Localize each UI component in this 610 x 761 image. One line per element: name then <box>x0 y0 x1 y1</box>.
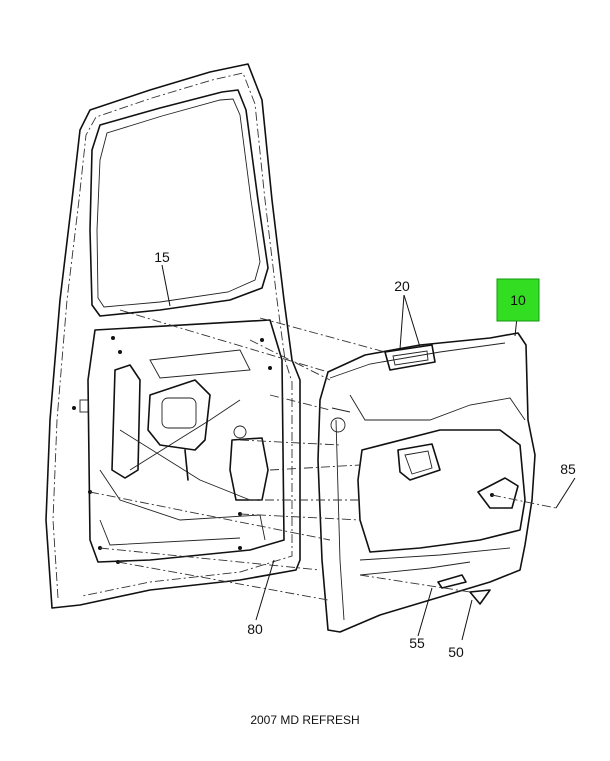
explode-lines <box>89 309 557 601</box>
callout-80[interactable]: 80 <box>247 621 263 637</box>
callout-20[interactable]: 20 <box>394 278 410 294</box>
callout-85[interactable]: 85 <box>560 461 576 477</box>
callout-50[interactable]: 50 <box>448 644 464 660</box>
diagram-caption: 2007 MD REFRESH <box>250 713 359 727</box>
callout-55[interactable]: 55 <box>409 635 425 651</box>
door-trim-panel <box>317 332 536 633</box>
callout-15[interactable]: 15 <box>154 249 170 265</box>
callout-10-highlight <box>496 278 540 322</box>
callout-10[interactable]: 10 <box>510 292 526 308</box>
